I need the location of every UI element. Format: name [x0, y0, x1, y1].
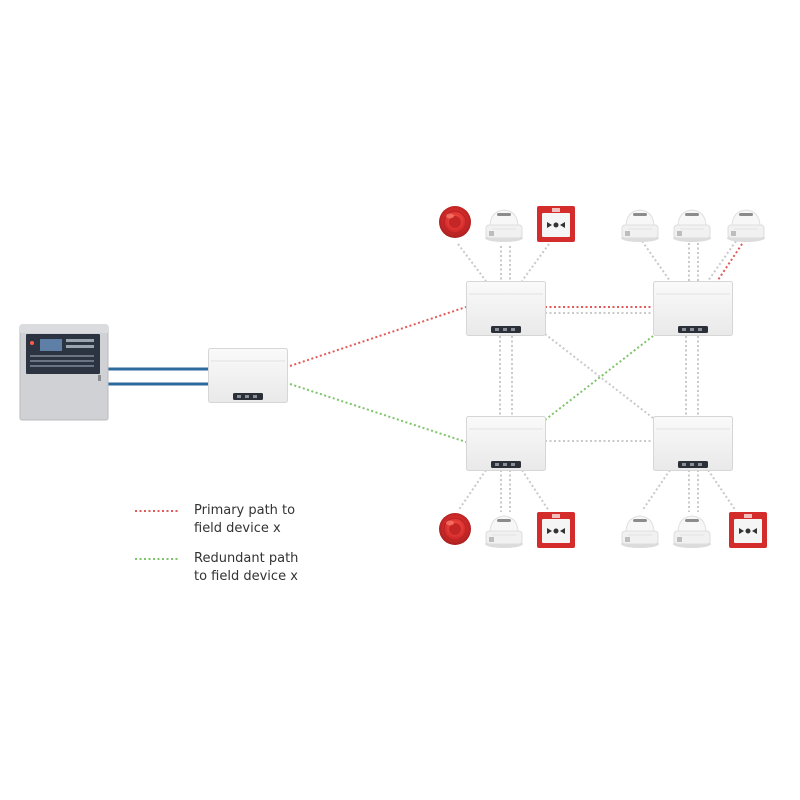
node-bottom-left [466, 416, 546, 471]
sounder-icon [438, 512, 472, 546]
node-bottom-right [653, 416, 733, 471]
smoke-detector-icon [484, 515, 524, 549]
gray-link-cross [544, 333, 654, 419]
connection-lines [107, 240, 745, 512]
manual-call-point-icon [537, 512, 575, 548]
smoke-detector-icon [726, 209, 766, 243]
legend-primary-label: Primary path to field device x [194, 503, 296, 536]
redundant-path-cross-link [544, 335, 654, 421]
smoke-detector-icon [620, 209, 660, 243]
smoke-detector-icon [672, 515, 712, 549]
manual-call-point-icon [729, 512, 767, 548]
manual-call-point-icon [537, 206, 575, 242]
sounder-icon [438, 205, 472, 239]
primary-path-hub-to-node [289, 306, 467, 367]
primary-path-to-field-device [715, 240, 745, 284]
smoke-detector-icon [672, 209, 712, 243]
redundant-path-hub-to-node [289, 383, 467, 443]
node-top-left [466, 281, 546, 336]
node-top-right [653, 281, 733, 336]
legend-redundant-label: Redundant path to field device x [194, 551, 299, 584]
loop-interface-module [208, 348, 288, 403]
smoke-detector-icon [484, 209, 524, 243]
fire-alarm-control-panel [19, 324, 109, 421]
smoke-detector-icon [620, 515, 660, 549]
